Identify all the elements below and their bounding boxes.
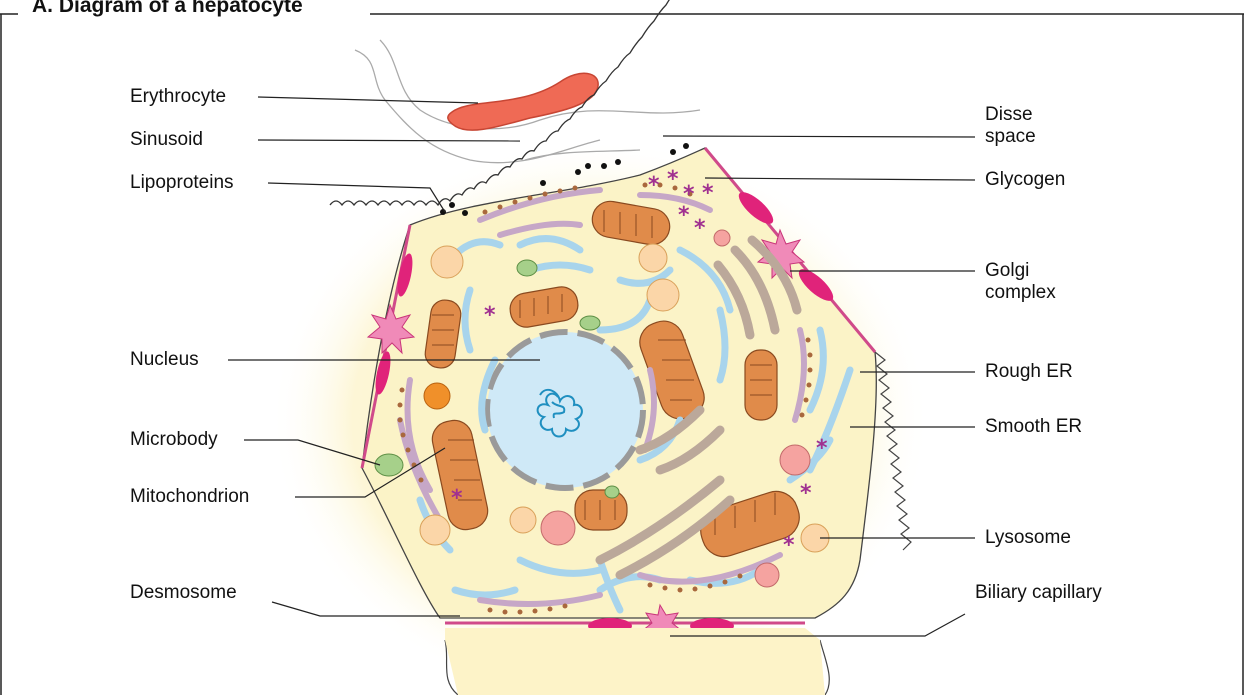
label-lipoproteins: Lipoproteins [130, 172, 234, 194]
svg-text:*: * [451, 486, 463, 511]
label-lysosome: Lysosome [985, 527, 1071, 549]
label-microbody: Microbody [130, 429, 218, 451]
label-biliary-capillary: Biliary capillary [975, 582, 1102, 604]
figure-title: A. Diagram of a hepatocyte [24, 0, 311, 20]
svg-text:*: * [816, 436, 828, 461]
erythrocyte-shape [448, 73, 598, 130]
lipid-droplet [424, 383, 450, 409]
svg-text:*: * [648, 173, 660, 198]
neighbour-cell-lower-fill [445, 628, 825, 695]
label-golgi-1: Golgi [985, 260, 1029, 282]
label-nucleus: Nucleus [130, 349, 199, 371]
label-smooth-er: Smooth ER [985, 416, 1082, 438]
label-golgi-2: complex [985, 282, 1056, 304]
svg-text:*: * [800, 481, 812, 506]
label-mitochondrion: Mitochondrion [130, 486, 249, 508]
svg-text:*: * [783, 533, 795, 558]
label-disse-space-1: Disse [985, 104, 1033, 126]
svg-text:*: * [678, 203, 690, 228]
label-sinusoid: Sinusoid [130, 129, 203, 151]
nucleus-group [487, 332, 643, 488]
svg-text:*: * [694, 216, 706, 241]
label-desmosome: Desmosome [130, 582, 237, 604]
label-glycogen: Glycogen [985, 169, 1065, 191]
label-disse-space-2: space [985, 126, 1036, 148]
svg-text:*: * [667, 167, 679, 192]
svg-text:*: * [702, 181, 714, 206]
label-erythrocyte: Erythrocyte [130, 86, 226, 108]
label-rough-er: Rough ER [985, 361, 1073, 383]
svg-text:*: * [484, 303, 496, 328]
